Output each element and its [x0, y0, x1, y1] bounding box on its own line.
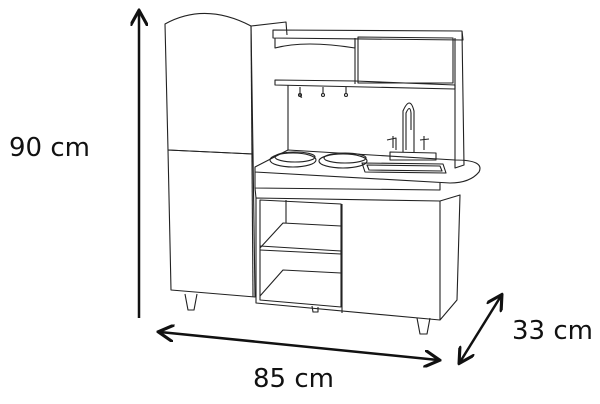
width-label: 85 cm: [253, 364, 334, 394]
fridge-cabinet: [164, 12, 288, 298]
depth-label: 33 cm: [512, 316, 593, 346]
width-arrow: [160, 332, 438, 360]
depth-arrow: [460, 296, 501, 362]
lower-cabinet: [184, 194, 461, 335]
kitchen-drawing: [164, 12, 481, 335]
height-label: 90 cm: [9, 133, 90, 163]
countertop: [254, 102, 481, 199]
upper-shelf-unit: [272, 29, 465, 169]
